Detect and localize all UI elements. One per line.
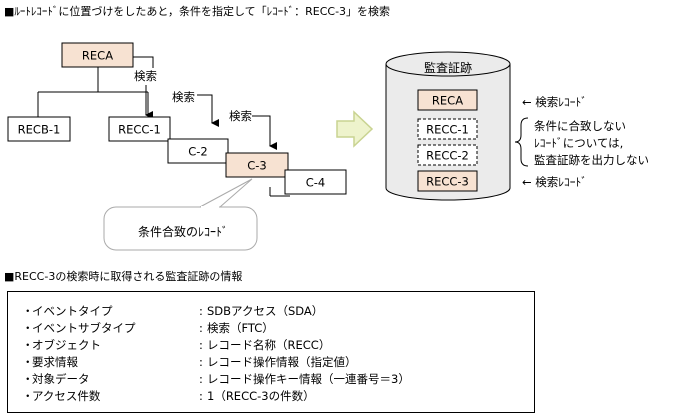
audit-item-recc2 (417, 144, 478, 166)
audit-item-recc1 (417, 118, 478, 140)
search-label-3: 検索 (229, 109, 252, 123)
excluded-note-line-2: ﾚｺｰﾄﾞについては, (534, 136, 623, 150)
audit-item-reca-label: RECA (432, 94, 463, 108)
info-row-label: イベントタイプ (32, 304, 113, 318)
audit-item-recc1-label: RECC-1 (426, 123, 469, 137)
record-c3-label: C-3 (247, 159, 267, 173)
audit-info-box: ・イベントタイプ:SDBアクセス（SDA） ・イベントサブタイプ:検索（FTC）… (7, 291, 535, 413)
info-row-value: レコード操作キー情報（一連番号＝3） (207, 372, 410, 386)
info-row-label: アクセス件数 (32, 389, 101, 403)
info-row: ・イベントサブタイプ:検索（FTC） (22, 321, 274, 335)
excluded-note-line-3: 監査証跡を出力しない (534, 153, 649, 167)
audit-trail-title: 監査証跡 (424, 60, 472, 75)
record-recb1-label: RECB-1 (18, 123, 61, 137)
matching-record-callout: 条件合致のﾚｺｰﾄﾞ (103, 178, 258, 251)
info-row-value: 1（RECC-3の件数） (207, 389, 315, 403)
info-row: ・対象データ:レコード操作キー情報（一連番号＝3） (22, 372, 410, 386)
info-row: ・オブジェクト:レコード名称（RECC） (22, 338, 331, 352)
audit-item-recc3-label: RECC-3 (426, 175, 469, 189)
flow-arrow-icon (336, 110, 374, 148)
record-c2-box (167, 138, 229, 164)
audit-item-recc2-label: RECC-2 (426, 149, 469, 163)
excluded-brace (514, 117, 529, 167)
info-row-value: レコード名称（RECC） (207, 338, 331, 352)
search-label-2: 検索 (172, 90, 195, 104)
search-record-note-1: ← 検索ﾚｺｰﾄﾞ (522, 95, 587, 109)
info-row-value: 検索（FTC） (207, 321, 274, 335)
search-record-note-2: ← 検索ﾚｺｰﾄﾞ (522, 175, 587, 189)
info-row-label: イベントサブタイプ (32, 321, 136, 335)
info-row-label: オブジェクト (32, 338, 101, 352)
record-c4-box (284, 169, 347, 195)
record-c2-label: C-2 (188, 145, 208, 159)
info-row-label: 要求情報 (32, 355, 78, 369)
audit-item-reca (417, 89, 478, 111)
record-reca-box (61, 42, 134, 68)
info-row: ・要求情報:レコード操作情報（指定値） (22, 355, 357, 369)
audit-item-recc3 (417, 170, 478, 192)
record-c4-label: C-4 (306, 176, 326, 190)
info-row: ・イベントタイプ:SDBアクセス（SDA） (22, 304, 324, 318)
info-heading: ■RECC-3の検索時に取得される監査証跡の情報 (4, 270, 243, 283)
info-row-label: 対象データ (32, 372, 90, 386)
record-recb1-box (7, 116, 71, 142)
record-recc1-box (108, 116, 171, 142)
record-recc1-label: RECC-1 (118, 123, 161, 137)
info-row: ・アクセス件数:1（RECC-3の件数） (22, 389, 315, 403)
excluded-note-line-1: 条件に合致しない (534, 119, 626, 133)
diagram-heading: ■ﾙｰﾄﾚｺｰﾄﾞに位置づけをしたあと，条件を指定して「ﾚｺｰﾄﾞ：RECC-3… (4, 5, 391, 18)
record-c3-box (225, 152, 289, 178)
search-arrows (133, 56, 277, 150)
record-reca-label: RECA (82, 49, 113, 63)
info-row-value: レコード操作情報（指定値） (207, 355, 357, 369)
info-row-value: SDBアクセス（SDA） (207, 304, 324, 318)
callout-text: 条件合致のﾚｺｰﾄﾞ (138, 224, 228, 239)
search-label-1: 検索 (134, 69, 157, 83)
